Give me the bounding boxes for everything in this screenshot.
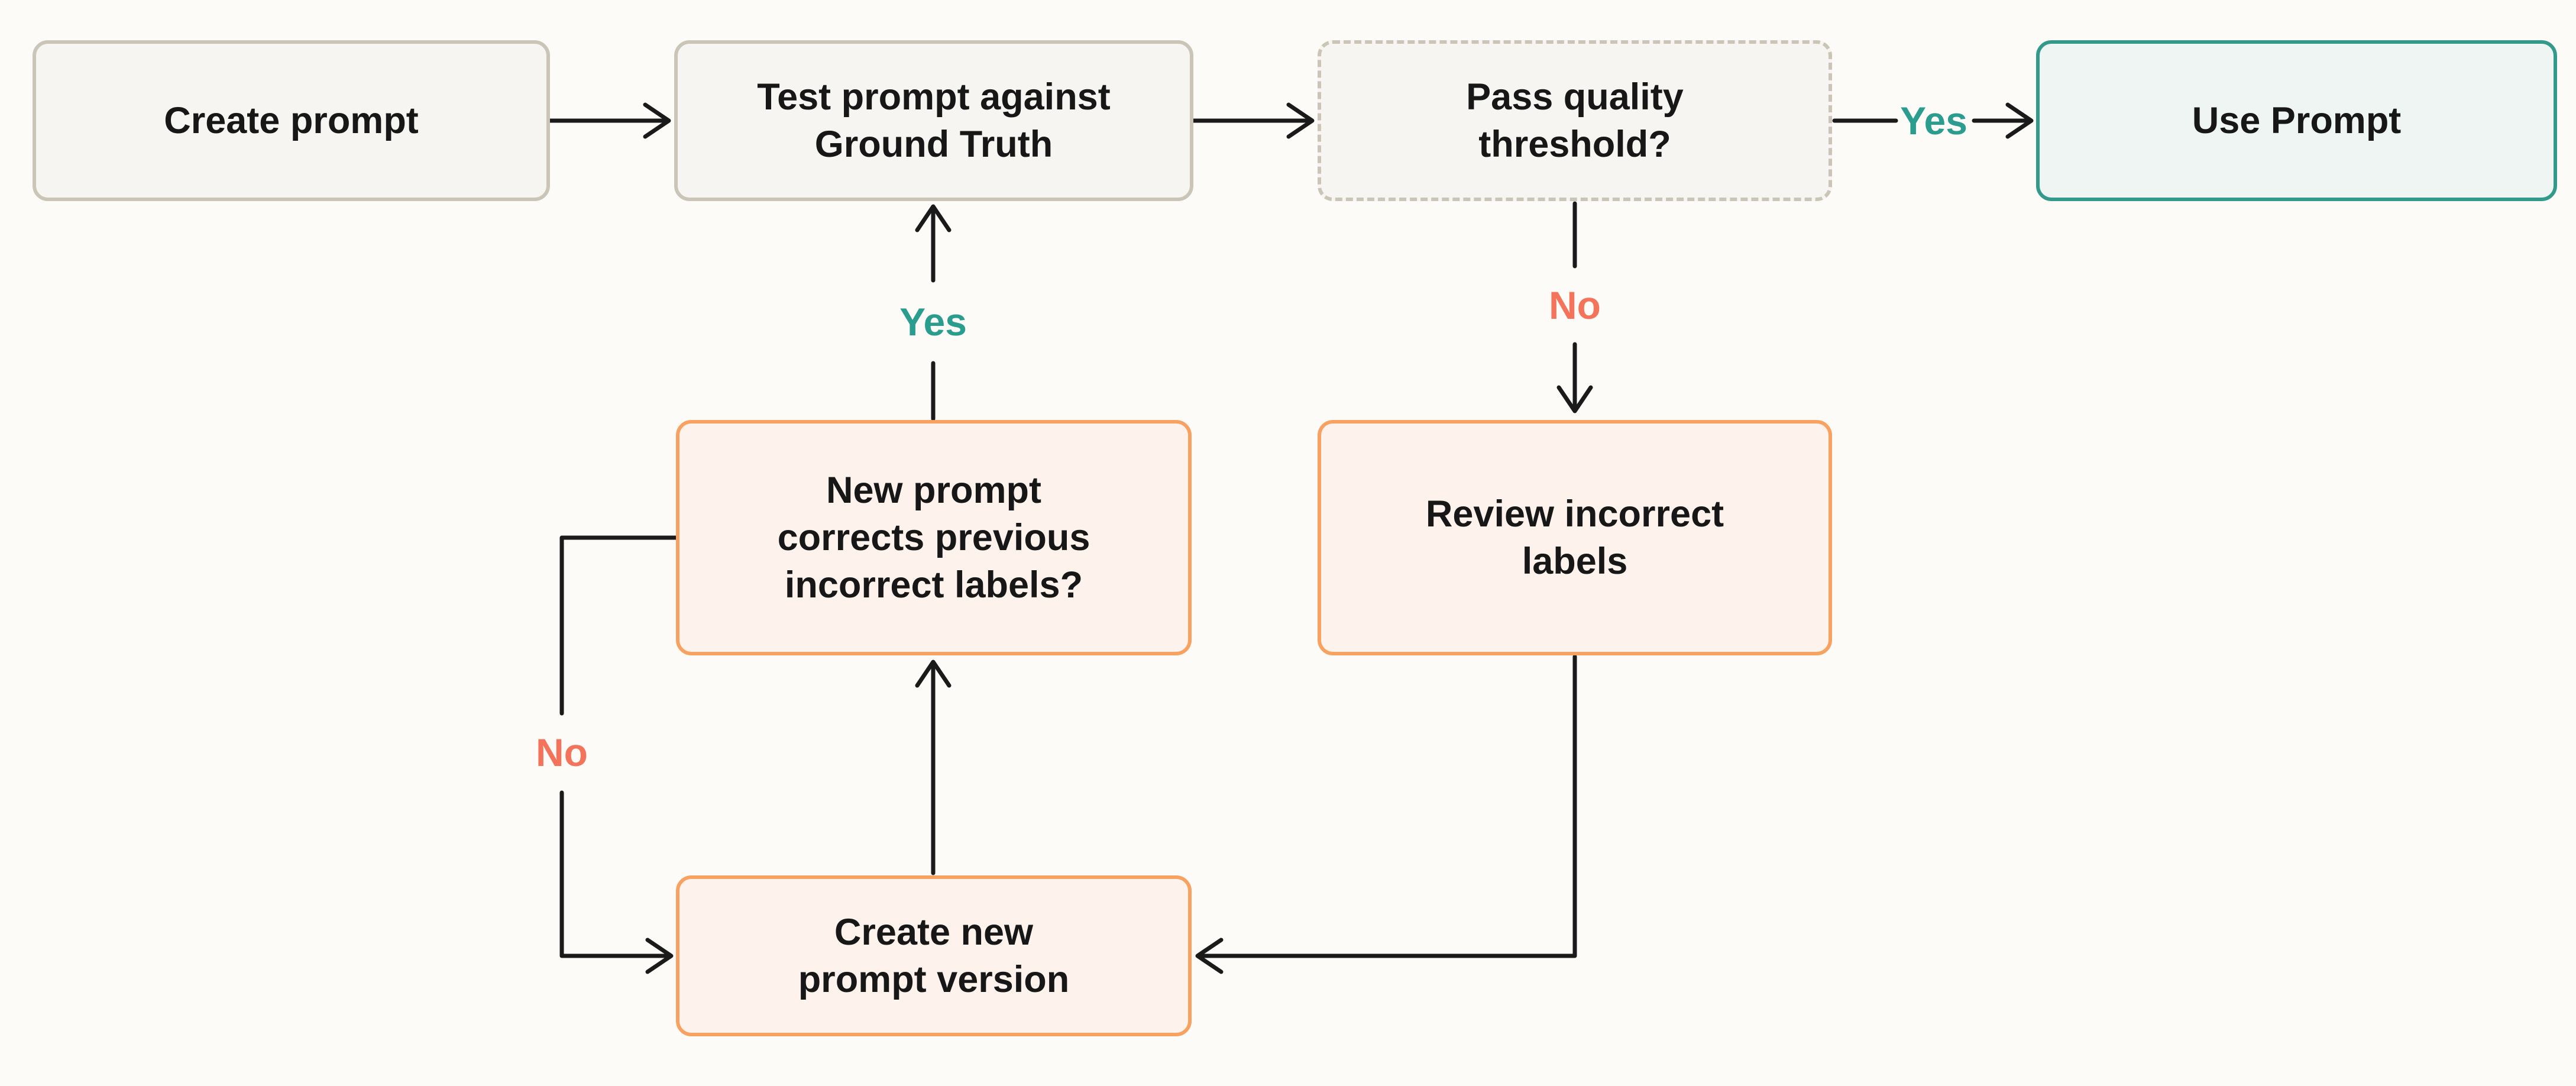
- edge-threshold-to-use: [1832, 102, 2034, 139]
- node-create-prompt: Create prompt: [33, 40, 550, 201]
- edge-create-to-test: [548, 102, 671, 139]
- node-new-version: Create new prompt version: [676, 875, 1192, 1036]
- edge-label-yes-use-prompt: Yes: [1900, 99, 1967, 143]
- node-test-prompt: Test prompt against Ground Truth: [674, 40, 1193, 201]
- edge-threshold-to-review: [1556, 201, 1593, 413]
- edge-newversion-to-corrects: [915, 660, 952, 875]
- node-review-labels: Review incorrect labels: [1318, 420, 1832, 655]
- node-use-prompt: Use Prompt: [2036, 40, 2557, 201]
- node-pass-threshold: Pass quality threshold?: [1318, 40, 1832, 201]
- edge-corrects-no-loop: [559, 535, 678, 974]
- edge-test-to-threshold: [1191, 102, 1315, 139]
- edge-review-to-newversion: [1195, 654, 1577, 974]
- edge-label-yes-retest: Yes: [899, 300, 967, 344]
- edge-corrects-to-test: [915, 204, 952, 421]
- node-corrects-labels: New prompt corrects previous incorrect l…: [676, 420, 1192, 655]
- edge-label-no-review: No: [1549, 283, 1601, 327]
- edge-label-no-new-version: No: [536, 731, 588, 774]
